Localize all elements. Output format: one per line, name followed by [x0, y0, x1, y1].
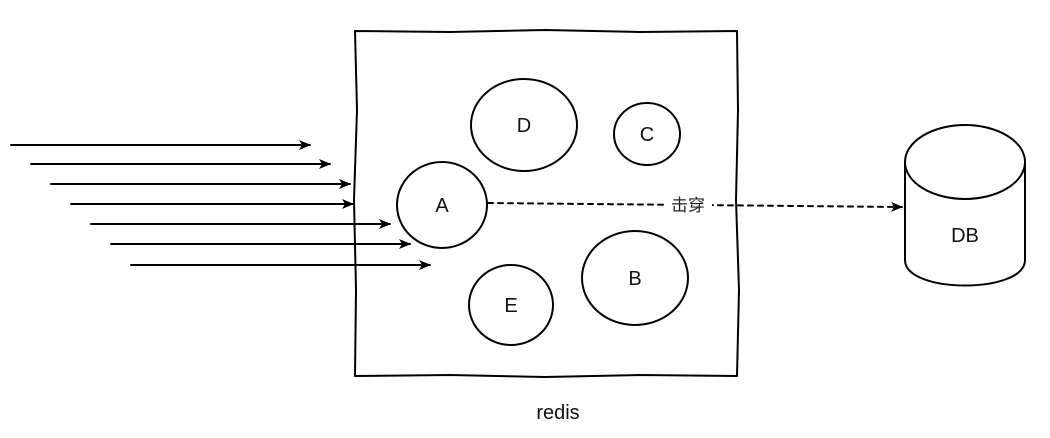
key-d: D — [470, 78, 578, 172]
key-e-label: E — [504, 295, 517, 317]
key-b-circle — [581, 230, 689, 326]
key-a-circle — [396, 161, 488, 249]
breakdown-edge — [487, 201, 903, 212]
key-e: E — [468, 264, 554, 346]
key-d-circle — [470, 78, 578, 172]
key-b: B — [581, 230, 689, 326]
breakdown-label: 击穿 — [671, 196, 705, 216]
incoming-request-arrows — [10, 140, 431, 270]
database-top — [904, 124, 1026, 200]
redis-label: redis — [536, 402, 579, 424]
key-a-label: A — [435, 195, 449, 217]
key-e-circle — [468, 264, 554, 346]
redis-container — [353, 29, 740, 378]
database-label: DB — [951, 225, 979, 247]
key-c-label: C — [640, 124, 654, 146]
key-c: C — [613, 102, 681, 166]
key-c-circle — [613, 102, 681, 166]
key-b-label: B — [628, 268, 641, 290]
breakdown-label-background — [664, 193, 712, 217]
database-cylinder: DB — [904, 124, 1026, 287]
key-a: A — [396, 161, 488, 249]
key-d-label: D — [517, 115, 531, 137]
